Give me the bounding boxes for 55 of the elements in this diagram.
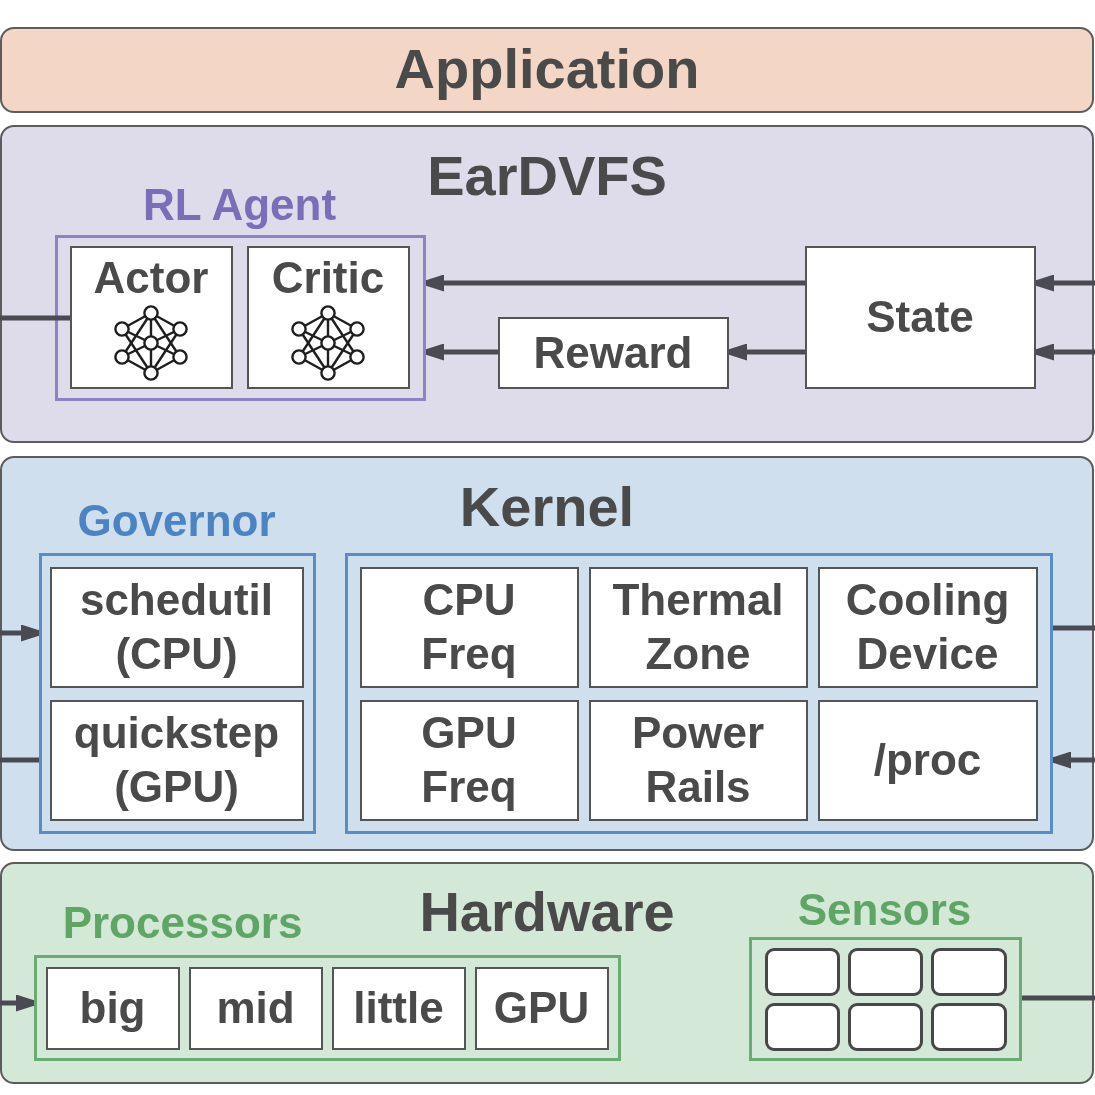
box-label: schedutil (CPU) (79, 574, 274, 680)
component-box (588, 699, 808, 821)
layer-title: Kernel (459, 475, 635, 539)
box-label: Power Rails (631, 707, 764, 813)
layer-title: Application (394, 37, 700, 101)
sensor-slot (764, 1002, 840, 1051)
connector-line (0, 315, 70, 321)
layer-title: Hardware (419, 880, 675, 944)
component-box (246, 245, 410, 389)
group-title: RL Agent (142, 179, 337, 230)
component-box (588, 566, 808, 688)
box-label: CPU Freq (421, 574, 517, 680)
box-label: mid (216, 982, 295, 1034)
sensor-slot (930, 1002, 1007, 1051)
box-label: Cooling Device (845, 574, 1010, 680)
component-box (817, 566, 1038, 688)
layer-title: EarDVFS (427, 144, 667, 208)
box-label: Actor (93, 251, 209, 304)
sensor-slot (764, 947, 840, 996)
box-label: Critic (271, 251, 385, 304)
box-label: Reward (533, 326, 693, 379)
sensor-slot (930, 947, 1007, 996)
component-box (49, 699, 304, 821)
box-label: Thermal Zone (612, 574, 784, 680)
layer-band (0, 27, 1094, 113)
group-frame (344, 552, 1053, 834)
connector-line (1053, 625, 1095, 631)
layer-band (0, 456, 1094, 851)
component-box (804, 245, 1036, 389)
box-label: quickstep (GPU) (73, 707, 280, 813)
group-title: Processors (62, 897, 303, 948)
component-box (474, 966, 609, 1050)
box-label: State (866, 291, 974, 343)
component-box (69, 245, 233, 389)
connector-line (0, 757, 39, 763)
component-box (497, 316, 729, 389)
component-box (188, 966, 323, 1050)
box-label: /proc (873, 734, 982, 786)
box-label: big (79, 982, 146, 1034)
component-box (359, 566, 579, 688)
component-box (359, 699, 579, 821)
box-label: little (353, 982, 444, 1034)
component-box (45, 966, 180, 1050)
layer-band (0, 125, 1094, 443)
sensor-slot (847, 1002, 923, 1051)
component-box (817, 699, 1038, 821)
connector-line (1022, 995, 1095, 1001)
sensor-slot (847, 947, 923, 996)
box-label: GPU Freq (421, 707, 517, 813)
box-label: GPU (493, 982, 590, 1034)
layer-band (0, 862, 1094, 1084)
group-title: Governor (77, 495, 276, 546)
group-title: Sensors (797, 884, 972, 935)
component-box (49, 566, 304, 688)
component-box (331, 966, 466, 1050)
